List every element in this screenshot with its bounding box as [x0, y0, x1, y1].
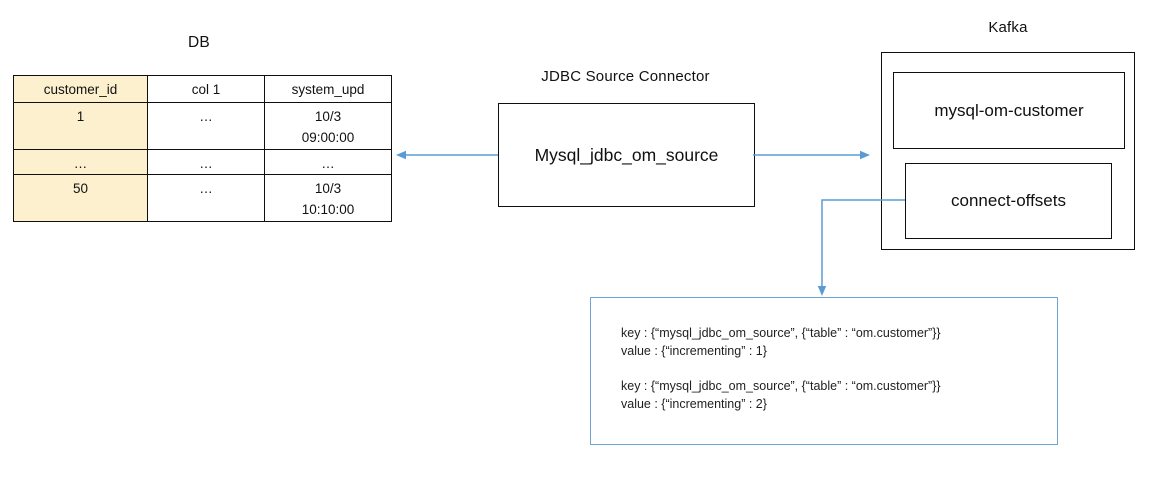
- table-cell: …: [13, 149, 148, 175]
- kafka-arrow: [753, 150, 870, 160]
- jdbc-connector-title: JDBC Source Connector: [541, 68, 710, 85]
- offset-key-line: key : {“mysql_jdbc_om_source”, {“table” …: [621, 379, 941, 393]
- kafka-topic-label: connect-offsets: [951, 191, 1066, 210]
- table-row: 50 … 10/3 10:10:00: [13, 174, 392, 222]
- table-header-row: customer_id col 1 system_upd: [13, 75, 392, 103]
- db-arrow: [396, 150, 498, 160]
- kafka-topic-label: mysql-om-customer: [934, 100, 1084, 120]
- kafka-title: Kafka: [988, 19, 1028, 36]
- table-cell: …: [147, 149, 265, 175]
- offset-value-line: value : {“incrementing” : 1}: [621, 344, 767, 358]
- table-cell: …: [147, 102, 265, 150]
- offset-record: key : {“mysql_jdbc_om_source”, {“table” …: [621, 324, 1047, 360]
- table-cell: …: [264, 149, 392, 175]
- offset-key-line: key : {“mysql_jdbc_om_source”, {“table” …: [621, 326, 941, 340]
- db-table: customer_id col 1 system_upd 1 … 10/3 09…: [13, 75, 392, 222]
- kafka-topic-box: mysql-om-customer: [893, 72, 1125, 149]
- table-row: … … …: [13, 149, 392, 175]
- table-cell: 10/3 09:00:00: [264, 102, 392, 150]
- table-header-cell: customer_id: [13, 75, 148, 103]
- table-header-cell: col 1: [147, 75, 265, 103]
- offset-value-line: value : {“incrementing” : 2}: [621, 397, 767, 411]
- table-cell: 1: [13, 102, 148, 150]
- table-row: 1 … 10/3 09:00:00: [13, 102, 392, 150]
- table-header-cell: system_upd: [264, 75, 392, 103]
- table-cell: 50: [13, 174, 148, 222]
- table-cell: …: [147, 174, 265, 222]
- db-title: DB: [188, 34, 210, 51]
- kafka-topic-box: connect-offsets: [905, 163, 1112, 239]
- offset-record: key : {“mysql_jdbc_om_source”, {“table” …: [621, 377, 1047, 413]
- offsets-detail-box: key : {“mysql_jdbc_om_source”, {“table” …: [590, 297, 1058, 445]
- table-cell: 10/3 10:10:00: [264, 174, 392, 222]
- jdbc-connector-label: Mysql_jdbc_om_source: [534, 144, 719, 165]
- kafka-box: mysql-om-customer connect-offsets: [881, 52, 1135, 250]
- jdbc-connector-box: Mysql_jdbc_om_source: [498, 103, 755, 207]
